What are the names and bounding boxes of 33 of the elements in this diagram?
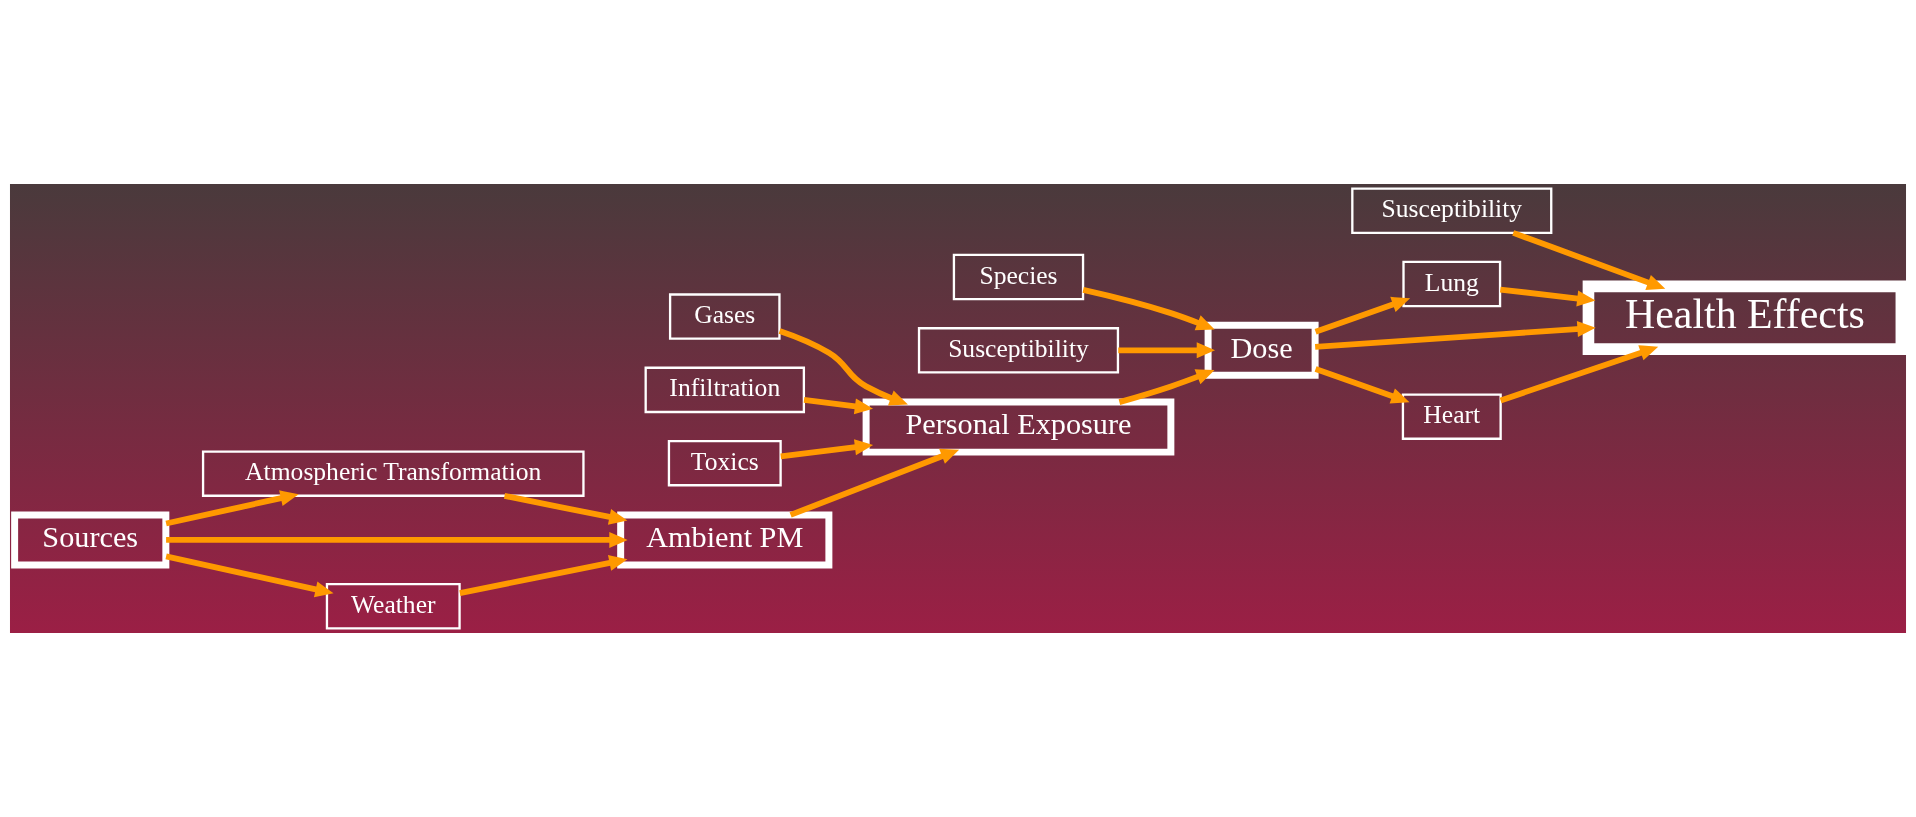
arrow (1082, 287, 1215, 331)
arrow (459, 555, 628, 596)
arrow (803, 397, 874, 415)
node-box: Heart (1401, 393, 1502, 440)
arrow (778, 328, 908, 406)
node-box: Health Effects (1582, 280, 1908, 355)
arrow (1499, 345, 1659, 404)
node-box: Atmospheric Transformation (201, 450, 585, 497)
arrow (503, 492, 628, 525)
node-box: Personal Exposure (862, 398, 1175, 456)
node-box: Sources (11, 511, 170, 569)
node-box: Ambient PM (617, 511, 833, 569)
arrow (780, 439, 874, 460)
arrow (1118, 369, 1215, 405)
arrow (789, 448, 960, 518)
arrow (165, 553, 334, 598)
arrow (1499, 286, 1596, 307)
node-box: Lung (1402, 260, 1502, 308)
arrow (1314, 296, 1411, 335)
node-box: Susceptibility (1351, 187, 1553, 234)
node-box: Toxics (667, 439, 782, 487)
arrow (166, 531, 628, 548)
arrow (1118, 342, 1216, 359)
arrow (1314, 321, 1596, 350)
node-box: Infiltration (644, 366, 806, 414)
node-box: Weather (325, 583, 461, 630)
arrow (1314, 366, 1410, 404)
arrow (165, 490, 299, 527)
node-box: Species (952, 253, 1085, 301)
arrow (1512, 230, 1666, 290)
node-box: Susceptibility (917, 327, 1120, 374)
node-box: Gases (668, 293, 781, 340)
node-box: Dose (1204, 321, 1319, 379)
